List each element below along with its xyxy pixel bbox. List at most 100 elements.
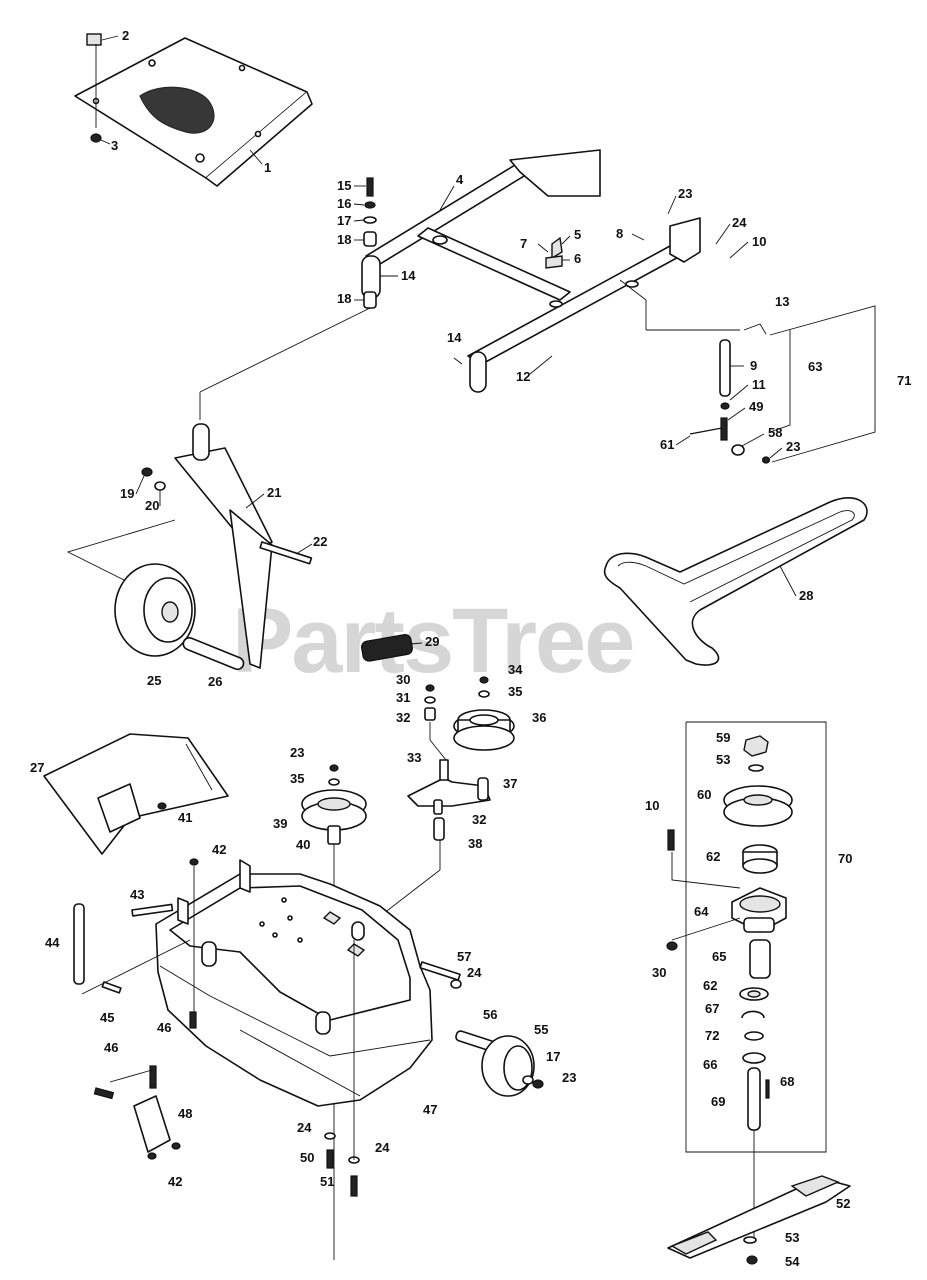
callout-16: 16	[337, 196, 351, 211]
callout-27: 27	[30, 760, 44, 775]
callout-23d: 23	[562, 1070, 576, 1085]
callout-59: 59	[716, 730, 730, 745]
callout-57: 57	[457, 949, 471, 964]
callout-2: 2	[122, 28, 129, 43]
callout-49: 49	[749, 399, 763, 414]
callout-54: 54	[785, 1254, 800, 1269]
callout-17b: 17	[546, 1049, 560, 1064]
part-lift-assembly	[619, 279, 876, 464]
callout-48: 48	[178, 1106, 192, 1121]
part-deck-bolts	[324, 940, 360, 1197]
callout-34: 34	[508, 662, 523, 677]
callout-32: 32	[396, 710, 410, 725]
callout-41: 41	[178, 810, 192, 825]
part-drive-belt	[603, 497, 868, 666]
callout-53: 53	[716, 752, 730, 767]
callout-42: 42	[212, 842, 226, 857]
callout-37: 37	[503, 776, 517, 791]
callout-17: 17	[337, 213, 351, 228]
callout-8: 8	[616, 226, 623, 241]
callout-62b: 62	[703, 978, 717, 993]
callout-71: 71	[897, 373, 911, 388]
callout-45: 45	[100, 1010, 114, 1025]
callout-23: 23	[678, 186, 692, 201]
callout-30b: 30	[652, 965, 666, 980]
callouts: 2 3 1 15 16 17 18 4 14 18 7 5 6 8 23 24 …	[30, 28, 911, 1269]
part-discharge-chute	[43, 733, 229, 855]
callout-9: 9	[750, 358, 757, 373]
callout-23c: 23	[290, 745, 304, 760]
callout-11: 11	[752, 377, 766, 392]
callout-4: 4	[456, 172, 464, 187]
callout-24c: 24	[297, 1120, 312, 1135]
callout-29: 29	[425, 634, 439, 649]
watermark: PartsTree	[232, 590, 633, 692]
callout-10: 10	[752, 234, 766, 249]
callout-31: 31	[396, 690, 410, 705]
callout-58: 58	[768, 425, 782, 440]
callout-6: 6	[574, 251, 581, 266]
callout-24d: 24	[375, 1140, 390, 1155]
callout-19: 19	[120, 486, 134, 501]
callout-32b: 32	[472, 812, 486, 827]
callout-66: 66	[703, 1057, 717, 1072]
callout-67: 67	[705, 1001, 719, 1016]
callout-26: 26	[208, 674, 222, 689]
callout-22: 22	[313, 534, 327, 549]
callout-18b: 18	[337, 291, 351, 306]
callout-3: 3	[111, 138, 118, 153]
callout-14b: 14	[447, 330, 462, 345]
callout-28: 28	[799, 588, 813, 603]
callout-15: 15	[337, 178, 351, 193]
callout-leaders	[100, 35, 797, 645]
callout-69: 69	[711, 1094, 725, 1109]
part-bracket	[93, 1065, 181, 1160]
part-mower-deck	[155, 859, 433, 1107]
callout-46b: 46	[104, 1040, 118, 1055]
callout-24b: 24	[467, 965, 482, 980]
callout-5: 5	[574, 227, 581, 242]
callout-30: 30	[396, 672, 410, 687]
callout-44: 44	[45, 935, 60, 950]
callout-61: 61	[660, 437, 674, 452]
callout-63: 63	[808, 359, 822, 374]
callout-55: 55	[534, 1022, 548, 1037]
part-gauge-wheel	[419, 961, 544, 1097]
callout-40: 40	[296, 837, 310, 852]
callout-36: 36	[532, 710, 546, 725]
part-deck-pulley	[301, 764, 367, 1260]
callout-70: 70	[838, 851, 852, 866]
callout-56: 56	[483, 1007, 497, 1022]
callout-35: 35	[508, 684, 522, 699]
callout-62: 62	[706, 849, 720, 864]
callout-21: 21	[267, 485, 281, 500]
callout-39: 39	[273, 816, 287, 831]
callout-24: 24	[732, 215, 747, 230]
callout-42b: 42	[168, 1174, 182, 1189]
callout-46: 46	[157, 1020, 171, 1035]
callout-72: 72	[705, 1028, 719, 1043]
part-blade	[667, 1175, 851, 1265]
callout-14: 14	[401, 268, 416, 283]
callout-64: 64	[694, 904, 709, 919]
part-pivot-hardware	[199, 177, 377, 420]
callout-25: 25	[147, 673, 161, 688]
callout-47: 47	[423, 1102, 437, 1117]
part-cover-plate	[74, 33, 313, 187]
callout-23b: 23	[786, 439, 800, 454]
callout-43: 43	[130, 887, 144, 902]
part-deck-hardware-left	[73, 858, 199, 1029]
callout-1: 1	[264, 160, 271, 175]
callout-68: 68	[780, 1074, 794, 1089]
callout-7: 7	[520, 236, 527, 251]
callout-33: 33	[407, 750, 421, 765]
callout-60: 60	[697, 787, 711, 802]
callout-50: 50	[300, 1150, 314, 1165]
callout-20: 20	[145, 498, 159, 513]
callout-38: 38	[468, 836, 482, 851]
callout-65: 65	[712, 949, 726, 964]
callout-35b: 35	[290, 771, 304, 786]
callout-53b: 53	[785, 1230, 799, 1245]
part-idler-assembly	[361, 676, 515, 931]
